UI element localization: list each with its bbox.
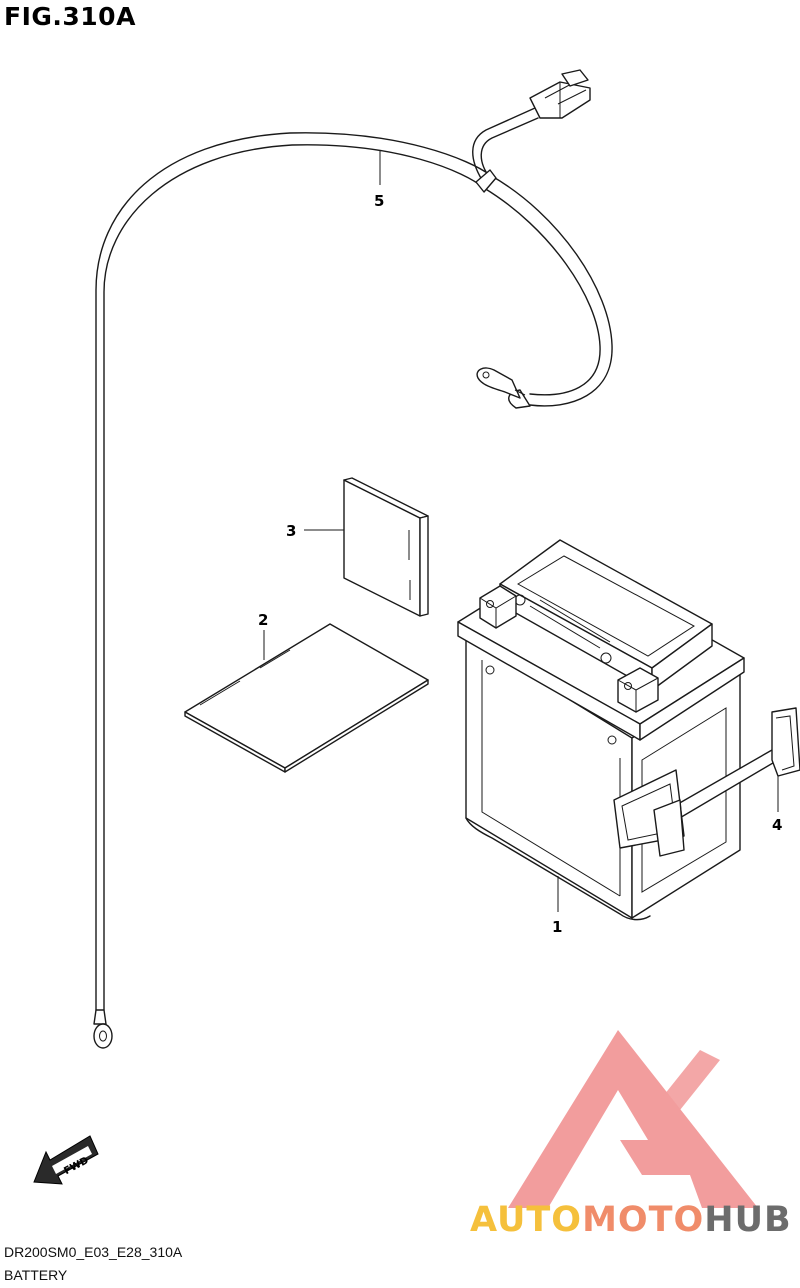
callout-5: 5 <box>374 192 384 210</box>
battery-part-1 <box>457 539 745 921</box>
callout-3: 3 <box>286 522 296 540</box>
leader-lines <box>263 150 779 912</box>
callout-1: 1 <box>552 918 562 936</box>
battery-cable-part-5 <box>93 69 613 1049</box>
callout-4: 4 <box>772 816 782 834</box>
figure-title: FIG.310A <box>4 2 136 31</box>
battery-band-part-4 <box>613 707 800 857</box>
watermark-moto: MOTO <box>582 1200 705 1240</box>
diagram-code: DR200SM0_E03_E28_310A <box>4 1244 183 1260</box>
watermark-auto: AUTO <box>470 1200 583 1240</box>
diagram-caption: BATTERY <box>4 1267 68 1283</box>
callout-2: 2 <box>258 611 268 629</box>
watermark-hub: HUB <box>704 1200 792 1240</box>
watermark-text: AUTOMOTOHUB <box>470 1200 792 1240</box>
battery-pad-part-3 <box>343 477 429 617</box>
watermark-logo-icon <box>508 1030 758 1208</box>
fwd-arrow-icon: FWD <box>33 1135 99 1185</box>
battery-sheet-part-2 <box>184 623 429 773</box>
